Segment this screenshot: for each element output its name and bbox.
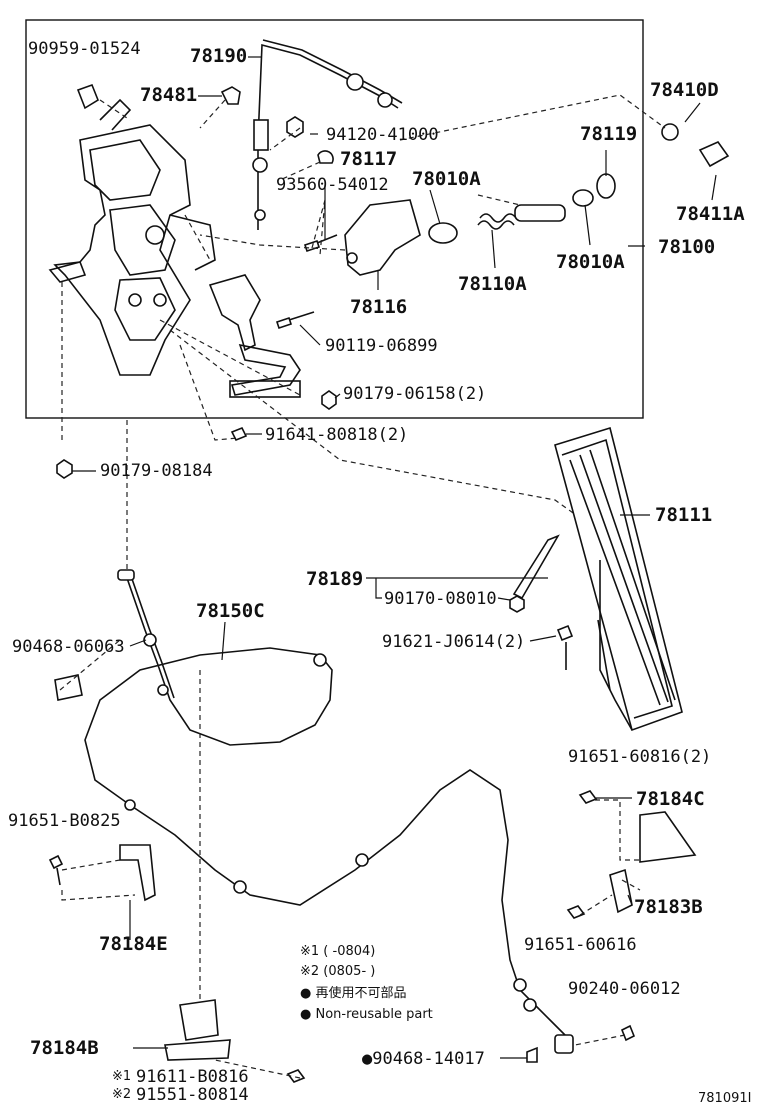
label-78110a: 78110A bbox=[458, 273, 527, 295]
label-93560-54012: 93560-54012 bbox=[276, 175, 389, 195]
part-labels: 90959-01524 78190 78481 94120-41000 7811… bbox=[8, 39, 745, 1105]
label-78100: 78100 bbox=[658, 236, 715, 258]
label-91651-60816: 91651-60816(2) bbox=[568, 747, 711, 767]
label-78117: 78117 bbox=[340, 148, 397, 170]
label-78183b: 78183B bbox=[634, 896, 703, 918]
bolt-icon bbox=[230, 426, 248, 442]
label-91621-j0614: 91621-J0614(2) bbox=[382, 632, 525, 652]
label-90468-06063: 90468-06063 bbox=[12, 637, 125, 657]
bolt-icon bbox=[275, 311, 315, 330]
cable-78190 bbox=[252, 39, 403, 230]
bolt-icon bbox=[556, 624, 574, 670]
label-91611-b0816: 91611-B0816 bbox=[136, 1067, 249, 1087]
nut-icon bbox=[321, 390, 337, 410]
clip-icon bbox=[698, 141, 730, 168]
label-78481: 78481 bbox=[140, 84, 197, 106]
bolt-icon bbox=[286, 1069, 306, 1083]
label-90179-06158: 90179-06158(2) bbox=[343, 384, 486, 404]
nut-icon bbox=[56, 459, 73, 479]
label-91641-80818: 91641-80818(2) bbox=[265, 425, 408, 445]
label-91651-b0825: 91651-B0825 bbox=[8, 811, 121, 831]
nut-icon bbox=[286, 116, 304, 138]
label-90468-14017: ●90468-14017 bbox=[362, 1049, 485, 1069]
bolt-icon bbox=[620, 1024, 636, 1042]
label-91551-80814: 91551-80814 bbox=[136, 1085, 249, 1105]
pedal-icon bbox=[554, 426, 683, 732]
label-mark2: ※2 bbox=[112, 1087, 131, 1102]
pedal-bracket-assembly bbox=[48, 83, 616, 398]
label-78184e: 78184E bbox=[99, 933, 168, 955]
label-78010a-top: 78010A bbox=[412, 168, 481, 190]
assembly-frame bbox=[25, 19, 644, 419]
label-78184b: 78184B bbox=[30, 1037, 99, 1059]
label-90119-06899: 90119-06899 bbox=[325, 336, 438, 356]
cable-icon bbox=[84, 569, 574, 1054]
label-78184c: 78184C bbox=[636, 788, 705, 810]
label-78116: 78116 bbox=[350, 296, 407, 318]
label-78190: 78190 bbox=[190, 45, 247, 67]
label-94120-41000: 94120-41000 bbox=[326, 125, 439, 145]
bolt-icon bbox=[303, 234, 338, 253]
bolt-icon bbox=[566, 905, 586, 919]
bolt-icon bbox=[48, 854, 64, 886]
bracket-icon bbox=[54, 674, 697, 1061]
label-78119: 78119 bbox=[580, 123, 637, 145]
bolt-icon bbox=[578, 790, 598, 804]
label-mark1: ※1 bbox=[112, 1069, 131, 1084]
label-leaders bbox=[72, 56, 717, 1059]
label-90179-08184: 90179-08184 bbox=[100, 461, 213, 481]
clip-icon bbox=[661, 123, 679, 141]
legend-note-2: ※2 (0805- ) bbox=[300, 964, 375, 979]
fasteners-upper bbox=[220, 86, 730, 410]
label-78411a: 78411A bbox=[676, 203, 745, 225]
label-78189: 78189 bbox=[306, 568, 363, 590]
legend-note-1: ※1 ( -0804) bbox=[300, 944, 375, 959]
label-91651-60616: 91651-60616 bbox=[524, 935, 637, 955]
label-90959-01524: 90959-01524 bbox=[28, 39, 141, 59]
leaders-lower bbox=[59, 639, 641, 1079]
stopper-parts bbox=[509, 534, 574, 670]
label-90170-08010: 90170-08010 bbox=[384, 589, 497, 609]
legend-note-4: ● Non-reusable part bbox=[300, 1007, 433, 1022]
legend-note-3: ● 再使用不可部品 bbox=[300, 985, 406, 1001]
legend: ※1 ( -0804) ※2 (0805- ) ● 再使用不可部品 ● Non-… bbox=[300, 944, 433, 1022]
label-78410d: 78410D bbox=[650, 79, 719, 101]
label-90240-06012: 90240-06012 bbox=[568, 979, 681, 999]
label-78010a-bottom: 78010A bbox=[556, 251, 625, 273]
label-78150c: 78150C bbox=[196, 600, 265, 622]
clip-icon bbox=[526, 1046, 538, 1063]
clip-icon bbox=[317, 150, 334, 164]
clip-icon bbox=[220, 86, 241, 105]
label-78111: 78111 bbox=[655, 504, 712, 526]
nut-icon bbox=[509, 595, 525, 613]
illustration-code: 781091I bbox=[698, 1091, 751, 1106]
